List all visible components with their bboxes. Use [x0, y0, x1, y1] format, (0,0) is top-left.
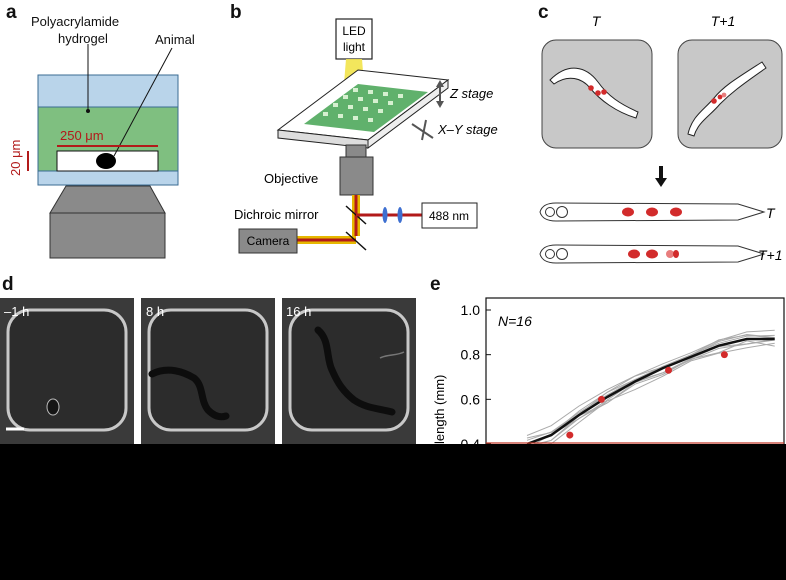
- growth-curve-chart: 1.0 0.8 0.6 0.4 N=16 length (mm): [432, 297, 785, 446]
- black-occlusion-band: [0, 444, 786, 580]
- top-cover-glass: [37, 74, 179, 108]
- height-scale-label: 20 μm: [8, 140, 23, 176]
- worm-t1: [687, 61, 767, 137]
- y-tick-label: 0.8: [461, 347, 481, 363]
- laser-label: 488 nm: [429, 209, 469, 223]
- row-t1-label: T+1: [758, 247, 783, 263]
- hydrogel-label-line1: Polyacrylamide: [31, 14, 120, 29]
- individual-trace: [526, 334, 775, 439]
- xy-arrow-2: [421, 119, 427, 141]
- stage-right: [367, 79, 449, 149]
- objective-top: [345, 144, 367, 158]
- xy-stage-label: X–Y stage: [437, 122, 498, 137]
- frame-2-time: 8 h: [146, 304, 164, 319]
- individual-trace: [536, 342, 775, 446]
- time-lapse-frames: –1 h 8 h 16 h: [0, 298, 416, 444]
- individual-traces: [526, 329, 775, 446]
- individual-trace: [526, 329, 775, 436]
- division-marker: [566, 431, 574, 439]
- worm-frame-3: [314, 326, 396, 416]
- panel-d-letter: d: [2, 274, 14, 295]
- individual-trace: [526, 339, 775, 446]
- led-label-line1: LED: [342, 24, 366, 38]
- dichroic-label: Dichroic mirror: [234, 207, 319, 222]
- objective-lens: [49, 185, 166, 214]
- z-stage-label: Z stage: [449, 86, 493, 101]
- time-t-label: T: [592, 13, 602, 29]
- camera-box: [238, 228, 298, 254]
- panel-b-letter: b: [230, 2, 242, 23]
- animal-label: Animal: [155, 32, 195, 47]
- y-tick-label: 0.6: [461, 391, 481, 407]
- objective-label: Objective: [264, 171, 318, 186]
- sample-chamber-diagram: 250 μm 20 μm: [8, 44, 179, 259]
- objective-body: [49, 212, 166, 259]
- plot-frame: [485, 297, 785, 446]
- n-label: N=16: [498, 313, 532, 329]
- xy-arrow-1: [411, 123, 434, 139]
- tracking-schematic: T T+1 T T+1: [539, 13, 783, 264]
- frame-1-time: –1 h: [4, 304, 29, 319]
- frame-2: 8 h: [141, 298, 275, 444]
- row-t-label: T: [766, 205, 776, 221]
- animal-pointer: [113, 47, 173, 157]
- mean-growth-line: [526, 337, 775, 446]
- laser-box: [421, 202, 478, 229]
- worm-frame-2: [148, 366, 230, 421]
- frame-1: –1 h: [0, 298, 134, 444]
- bottom-cover-glass: [37, 170, 179, 186]
- y-tick-label: 1.0: [461, 302, 481, 318]
- microscope-setup-diagram: LED light Z stage X–Y stage Objective Di…: [234, 18, 498, 254]
- camera-label: Camera: [247, 234, 290, 248]
- panel-a-letter: a: [6, 2, 17, 23]
- laser-lens-1: [382, 207, 388, 223]
- division-markers: [566, 351, 728, 439]
- led-label-line2: light: [343, 40, 366, 54]
- grid-dots: [323, 88, 403, 122]
- camera-mirror-line: [345, 231, 367, 251]
- laser-lens-2: [397, 207, 403, 223]
- division-marker: [665, 366, 673, 374]
- width-scale-label: 250 μm: [60, 128, 104, 143]
- frame-3-time: 16 h: [286, 304, 311, 319]
- panel-c-letter: c: [538, 2, 549, 23]
- worm-t: [549, 67, 639, 119]
- frame-3: 16 h: [282, 298, 416, 444]
- individual-trace: [526, 334, 775, 441]
- division-marker: [597, 395, 605, 403]
- embryo: [46, 398, 60, 416]
- y-tick-label: 0.4: [461, 436, 481, 446]
- individual-trace: [530, 338, 775, 446]
- hydrogel-label-line2: hydrogel: [58, 31, 108, 46]
- division-marker: [720, 351, 728, 359]
- panel-e-letter: e: [430, 274, 441, 295]
- time-t1-label: T+1: [711, 13, 736, 29]
- animal-body: [96, 153, 116, 169]
- y-axis-label: length (mm): [432, 375, 447, 444]
- objective-barrel: [339, 156, 374, 196]
